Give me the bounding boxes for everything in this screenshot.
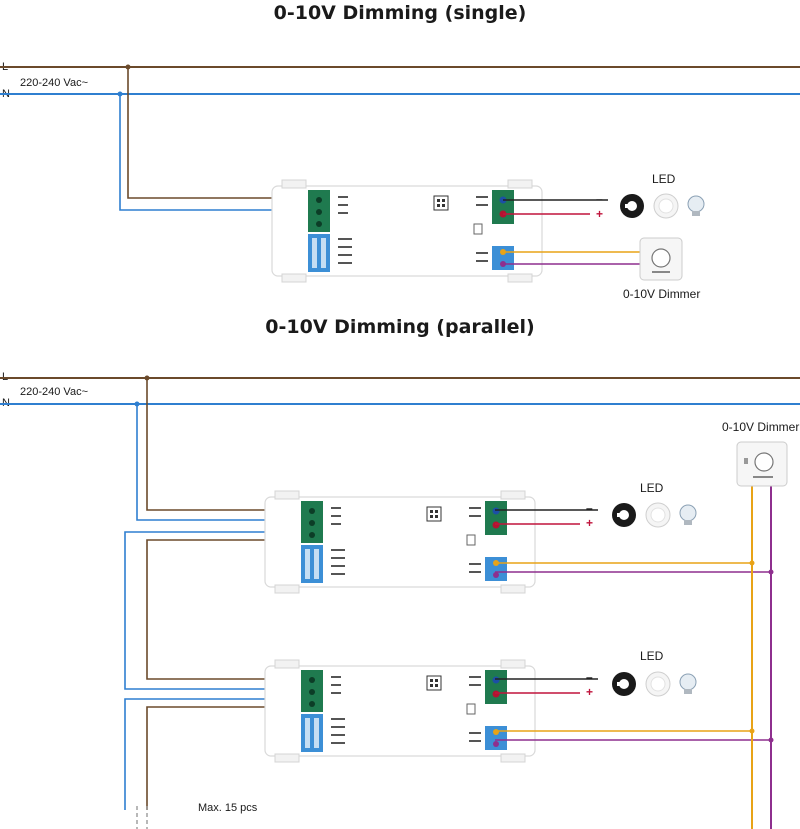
driver-1-dc-minus: –	[586, 501, 593, 515]
single-live-drop	[127, 67, 318, 199]
single-dimmer	[639, 237, 683, 281]
parallel-voltage-label: 220-240 Vac~	[20, 386, 88, 398]
single-dimmer-label: 0-10V Dimmer	[623, 287, 701, 301]
single-neutral-drop	[119, 94, 318, 211]
single-title: 0-10V Dimming (single)	[273, 2, 527, 24]
single-driver	[271, 179, 543, 283]
single-dc-minus: –	[596, 192, 603, 206]
driver-2-led-label: LED	[640, 649, 664, 663]
max-pcs-note: Max. 15 pcs	[198, 802, 258, 814]
driver-1-dc-plus: +	[586, 516, 594, 530]
parallel-dimmer-label: 0-10V Dimmer	[722, 420, 800, 434]
driver-2-live-loop	[146, 706, 310, 810]
driver-1-live-in	[146, 378, 310, 511]
driver-1-neutral-in	[136, 404, 310, 521]
single-led-loads	[619, 193, 705, 219]
driver-1-led-label: LED	[640, 481, 664, 495]
driver-2-dc-plus: +	[586, 685, 594, 699]
driver-2-led-loads	[611, 671, 697, 697]
parallel-dimmer	[736, 441, 788, 487]
driver-2	[264, 659, 536, 763]
driver-1-led-loads	[611, 502, 697, 528]
single-led-label: LED	[652, 172, 676, 186]
driver-1	[264, 490, 536, 594]
parallel-title: 0-10V Dimming (parallel)	[265, 316, 535, 338]
driver-2-dc-minus: –	[586, 670, 593, 684]
driver-1-live-loop	[146, 539, 310, 680]
single-dc-plus: +	[596, 207, 604, 221]
driver-1-neutral-loop	[124, 531, 310, 690]
driver-2-neutral-loop	[124, 698, 310, 810]
single-voltage-label: 220-240 Vac~	[20, 77, 88, 89]
